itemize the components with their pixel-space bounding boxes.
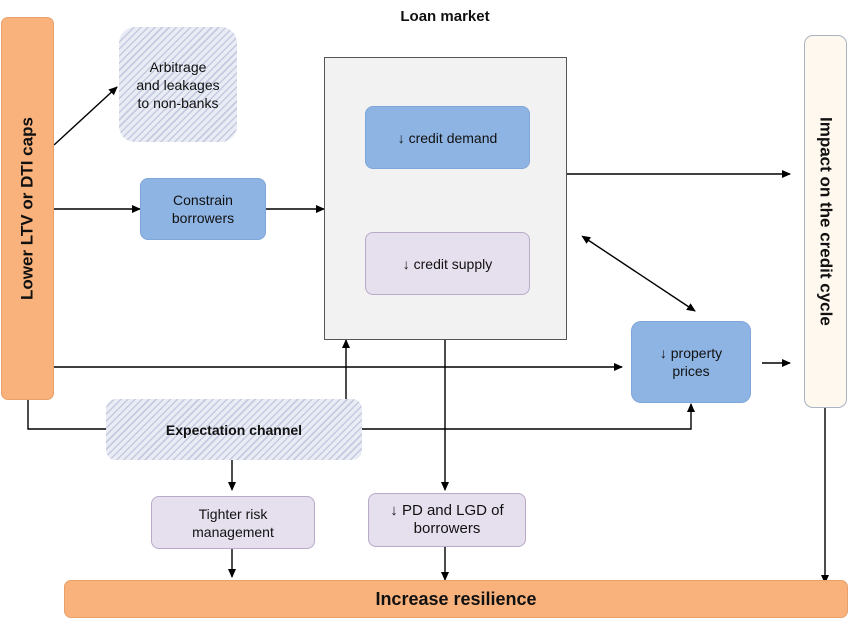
property-line-2: prices <box>672 363 710 379</box>
arbitrage-line-2: and leakages <box>136 76 220 93</box>
expectation-channel-box: Expectation channel <box>106 399 362 460</box>
pd-line-2: borrowers <box>413 520 481 537</box>
pd-line-1: ↓ PD and LGD of <box>390 502 504 519</box>
impact-credit-cycle-bar: Impact on the credit cycle <box>804 35 847 408</box>
lower-ltv-dti-caps-label: Lower LTV or DTI caps <box>17 117 37 300</box>
constrain-line-2: borrowers <box>171 210 235 226</box>
arrow-market-property <box>581 235 696 312</box>
impact-credit-cycle-label: Impact on the credit cycle <box>816 117 836 326</box>
arrow-caps-to-arbitrage <box>53 86 118 146</box>
loan-market-title: Loan market <box>400 8 490 25</box>
risk-line-1: Tighter risk <box>198 505 268 522</box>
property-line-1: ↓ property <box>659 345 723 361</box>
pd-lgd-box: ↓ PD and LGD of borrowers <box>368 493 526 547</box>
property-prices-box: ↓ property prices <box>631 321 751 403</box>
increase-resilience-bar: Increase resilience <box>64 580 848 618</box>
credit-supply-box: ↓ credit supply <box>365 232 530 295</box>
arbitrage-box: Arbitrage and leakages to non-banks <box>119 27 237 142</box>
arbitrage-line-3: to non-banks <box>137 94 219 111</box>
arrow-expectation-to-property <box>362 403 695 430</box>
line-caps-to-expectation <box>27 400 106 430</box>
constrain-line-1: Constrain <box>173 192 233 208</box>
risk-line-2: management <box>192 523 274 540</box>
arbitrage-line-1: Arbitrage <box>149 58 207 75</box>
loan-market-panel <box>324 57 567 340</box>
constrain-borrowers-box: Constrain borrowers <box>140 178 266 240</box>
credit-demand-box: ↓ credit demand <box>365 106 530 169</box>
lower-ltv-dti-caps-bar: Lower LTV or DTI caps <box>1 17 54 400</box>
tighter-risk-management-box: Tighter risk management <box>151 496 315 549</box>
